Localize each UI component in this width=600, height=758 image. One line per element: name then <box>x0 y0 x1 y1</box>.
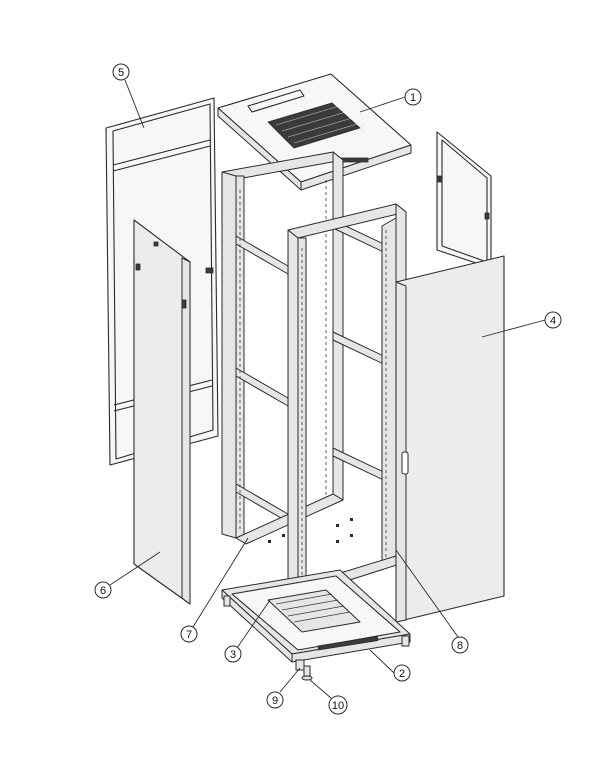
front-door <box>395 255 505 623</box>
callout-3: 3 <box>224 645 242 663</box>
rear-right-panel <box>436 131 492 269</box>
callout-10: 10 <box>328 695 348 715</box>
callout-9: 9 <box>266 691 284 709</box>
callout-4: 4 <box>544 311 562 329</box>
svg-text:10: 10 <box>332 700 344 712</box>
leader-lines <box>109 79 546 699</box>
base-assembly <box>221 569 411 681</box>
svg-text:4: 4 <box>550 315 556 327</box>
svg-text:1: 1 <box>410 92 416 104</box>
side-door <box>133 219 191 605</box>
front-frame <box>287 203 407 595</box>
callout-2: 2 <box>393 664 411 682</box>
callout-6: 6 <box>94 581 112 599</box>
svg-text:2: 2 <box>399 668 405 680</box>
svg-text:3: 3 <box>230 649 236 661</box>
callout-8: 8 <box>451 636 469 654</box>
callout-1: 1 <box>404 88 422 106</box>
svg-text:9: 9 <box>272 695 278 707</box>
svg-text:5: 5 <box>118 67 124 79</box>
callout-5: 5 <box>112 63 130 81</box>
svg-text:8: 8 <box>457 640 463 652</box>
svg-text:7: 7 <box>186 629 192 641</box>
svg-text:6: 6 <box>100 585 106 597</box>
callout-7: 7 <box>180 625 198 643</box>
